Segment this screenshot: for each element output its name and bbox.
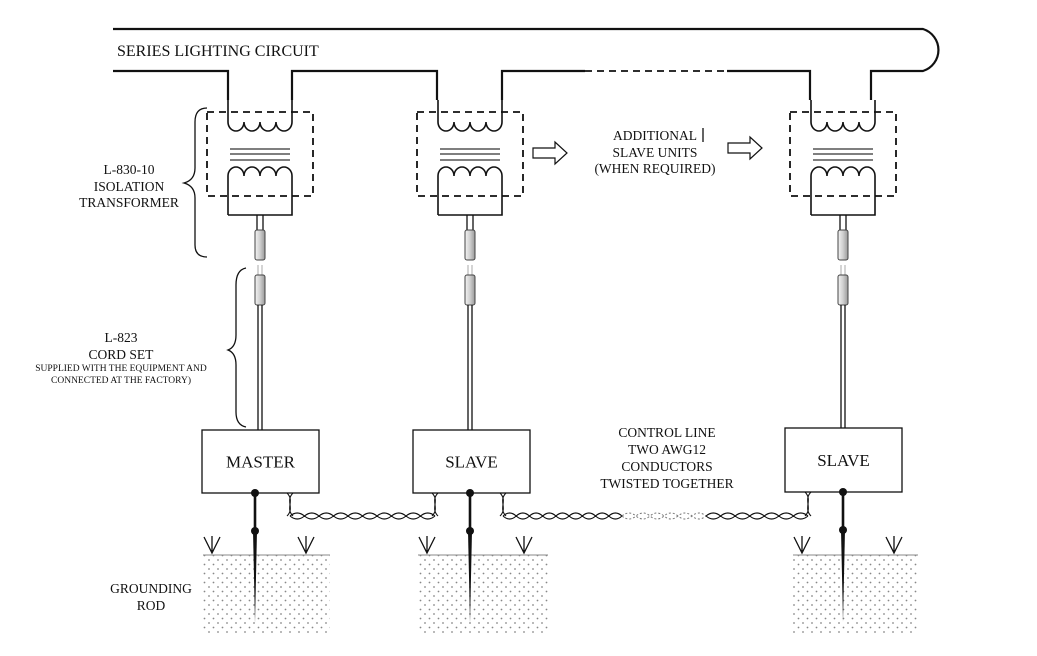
- svg-text:SLAVE UNITS: SLAVE UNITS: [613, 145, 698, 160]
- svg-text:TWO AWG12: TWO AWG12: [628, 442, 706, 457]
- twisted-conductor: [705, 515, 809, 520]
- svg-text:TWISTED TOGETHER: TWISTED TOGETHER: [600, 476, 733, 491]
- twisted-conductor: [502, 515, 623, 520]
- twisted-conductor: [431, 492, 439, 517]
- unit-1: SLAVE: [412, 100, 548, 633]
- connector-plug: [254, 229, 266, 261]
- twisted-conductor: [286, 492, 294, 517]
- cord-set-label: L-823 CORD SET SUPPLIED WITH THE EQUIPME…: [35, 330, 207, 386]
- primary-coil: [437, 100, 503, 132]
- grounding-rod-label: GROUNDING ROD: [110, 581, 192, 613]
- master-unit: [201, 429, 320, 494]
- secondary-coil: [227, 166, 293, 216]
- svg-text:ADDITIONAL: ADDITIONAL: [613, 128, 697, 143]
- twisted-conductor: [621, 512, 707, 517]
- arrow-right-icon: [727, 135, 763, 161]
- ground-arrow-icon: [203, 536, 221, 555]
- svg-text:L-830-10: L-830-10: [104, 162, 155, 177]
- transformer-enclosure: [206, 111, 314, 197]
- ground-arrow-icon: [793, 536, 811, 555]
- svg-text:GROUNDING: GROUNDING: [110, 581, 192, 596]
- twisted-conductor: [621, 515, 707, 520]
- ground-arrow-icon: [418, 536, 436, 555]
- svg-text:CORD SET: CORD SET: [89, 347, 155, 362]
- svg-text:ROD: ROD: [137, 598, 166, 613]
- grounding-rod: [841, 530, 845, 622]
- primary-coil: [227, 100, 293, 132]
- slave-unit: [784, 427, 903, 493]
- control-line-label: CONTROL LINE TWO AWG12 CONDUCTORS TWISTE…: [600, 425, 733, 491]
- unit-label: SLAVE: [445, 453, 498, 472]
- circuit-title: SERIES LIGHTING CIRCUIT: [117, 43, 319, 60]
- slave-unit: [412, 429, 531, 494]
- connector-plug: [464, 274, 476, 306]
- junction-dot: [839, 488, 847, 496]
- cord-set-brace: [226, 267, 247, 428]
- svg-text:SUPPLIED WITH THE EQUIPMENT AN: SUPPLIED WITH THE EQUIPMENT AND: [35, 364, 207, 374]
- junction-dot: [466, 489, 474, 497]
- twisted-conductor: [705, 512, 809, 517]
- connector-plug: [254, 274, 266, 306]
- unit-label: MASTER: [226, 453, 296, 472]
- connector-plug: [464, 229, 476, 261]
- transformer-label: L-830-10 ISOLATION TRANSFORMER: [79, 162, 179, 210]
- units-layer: MASTER SLAVE SLAVE: [201, 100, 918, 633]
- twisted-conductor: [289, 515, 436, 520]
- svg-text:TRANSFORMER: TRANSFORMER: [79, 195, 179, 210]
- ground-arrow-icon: [297, 536, 315, 555]
- svg-text:L-823: L-823: [105, 330, 138, 345]
- secondary-coil: [437, 166, 503, 216]
- transformer-enclosure: [789, 111, 897, 197]
- grounding-rod: [253, 531, 257, 623]
- arrow-right-icon: [532, 140, 568, 166]
- ground-area: [418, 555, 548, 633]
- transformer-enclosure: [416, 111, 524, 197]
- ground-arrow-icon: [515, 536, 533, 555]
- transformer-brace: [181, 107, 208, 258]
- junction-dot: [251, 489, 259, 497]
- unit-0: MASTER: [201, 100, 330, 633]
- twisted-conductor: [804, 491, 812, 517]
- unit-label: SLAVE: [817, 451, 870, 470]
- connector-plug: [837, 274, 849, 306]
- twisted-conductor: [499, 492, 507, 517]
- primary-coil: [810, 100, 876, 132]
- additional-units-label: ADDITIONAL SLAVE UNITS (WHEN REQUIRED): [594, 128, 715, 176]
- grounding-rod: [468, 531, 472, 623]
- svg-text:(WHEN REQUIRED): (WHEN REQUIRED): [594, 161, 715, 176]
- control-line: [286, 491, 812, 520]
- svg-text:ISOLATION: ISOLATION: [94, 179, 165, 194]
- connector-plug: [837, 229, 849, 261]
- ground-area: [793, 555, 918, 633]
- unit-2: SLAVE: [784, 100, 918, 633]
- svg-text:CONDUCTORS: CONDUCTORS: [621, 459, 712, 474]
- twisted-conductor: [502, 512, 623, 517]
- svg-text:CONNECTED AT THE FACTORY): CONNECTED AT THE FACTORY): [51, 375, 191, 386]
- secondary-coil: [810, 166, 876, 216]
- series-circuit: [113, 27, 940, 100]
- ground-arrow-icon: [885, 536, 903, 555]
- svg-text:CONTROL LINE: CONTROL LINE: [618, 425, 715, 440]
- ground-area: [203, 555, 330, 633]
